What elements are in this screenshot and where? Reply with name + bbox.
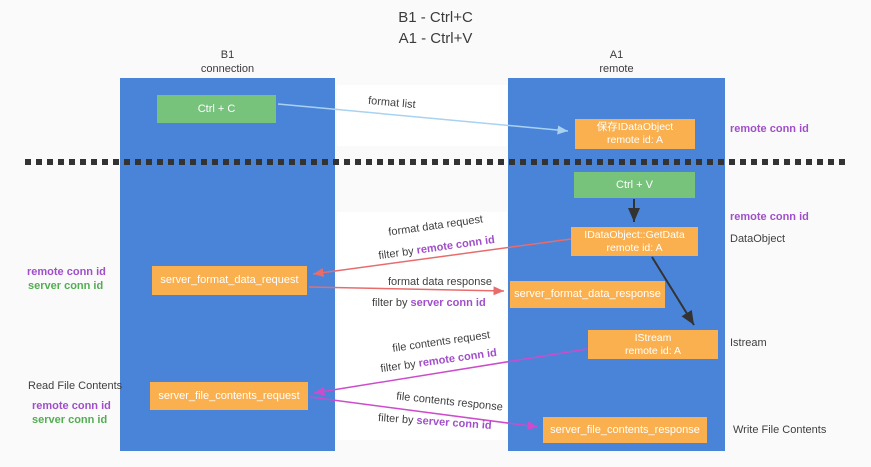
node-server-format-data-response: server_format_data_response [510, 281, 665, 308]
node-ctrl-v: Ctrl + V [574, 172, 695, 198]
column-name-a1: A1 [609, 49, 624, 61]
node-save-idataobject: 保存IDataObject remote id: A [575, 119, 695, 149]
node-server-file-contents-response: server_file_contents_response [543, 417, 707, 443]
node-ctrl-c-label: Ctrl + C [197, 102, 236, 115]
column-role-remote: remote [599, 63, 634, 75]
label-write-file-contents: Write File Contents [733, 424, 827, 436]
node-save-idataobject-line2: remote id: A [606, 134, 664, 146]
node-istream-line2: remote id: A [624, 344, 682, 357]
node-idataobject-getdata-line2: remote id: A [606, 241, 663, 254]
label-format-data-response: format data response [388, 276, 492, 288]
label-left-server-conn-id-1: server conn id [28, 280, 104, 292]
node-istream: IStream remote id: A [588, 330, 718, 359]
node-server-format-data-request: server_format_data_request [152, 266, 307, 295]
filter-by-text-4: filter by [377, 412, 414, 427]
node-server-file-contents-response-label: server_file_contents_response [550, 423, 700, 436]
node-istream-line1: IStream [634, 331, 672, 344]
diagram-title: B1 - Ctrl+C A1 - Ctrl+V [0, 7, 871, 49]
column-header-b1: B1 connection [120, 48, 335, 76]
label-left-remote-conn-id-1: remote conn id [27, 266, 106, 278]
filter-server-conn-id-1: server conn id [410, 297, 486, 309]
label-dataobject: DataObject [730, 233, 786, 245]
column-header-a1: A1 remote [508, 48, 725, 76]
label-left-server-conn-id-2: server conn id [32, 414, 108, 426]
column-role-connection: connection [200, 63, 255, 75]
node-save-idataobject-line1: 保存IDataObject [596, 121, 674, 133]
white-band-top [337, 85, 507, 146]
node-ctrl-c: Ctrl + C [157, 95, 276, 123]
node-ctrl-v-label: Ctrl + V [616, 178, 653, 191]
label-read-file-contents: Read File Contents [28, 380, 123, 392]
label-right-remote-conn-id-2: remote conn id [730, 211, 809, 223]
node-server-file-contents-request-label: server_file_contents_request [158, 389, 300, 402]
filter-by-text-2: filter by [372, 297, 408, 309]
node-server-format-data-response-label: server_format_data_response [514, 288, 661, 300]
node-server-format-data-request-label: server_format_data_request [160, 274, 299, 286]
node-idataobject-getdata: IDataObject::GetData remote id: A [571, 227, 698, 256]
label-istream: Istream [730, 337, 767, 349]
column-name-b1: B1 [220, 49, 235, 61]
title-line-2: A1 - Ctrl+V [398, 30, 473, 47]
node-idataobject-getdata-line1: IDataObject::GetData [584, 228, 685, 241]
title-line-1: B1 - Ctrl+C [398, 9, 473, 26]
label-right-remote-conn-id-1: remote conn id [730, 123, 809, 135]
label-left-remote-conn-id-2: remote conn id [32, 400, 111, 412]
node-server-file-contents-request: server_file_contents_request [150, 382, 308, 410]
